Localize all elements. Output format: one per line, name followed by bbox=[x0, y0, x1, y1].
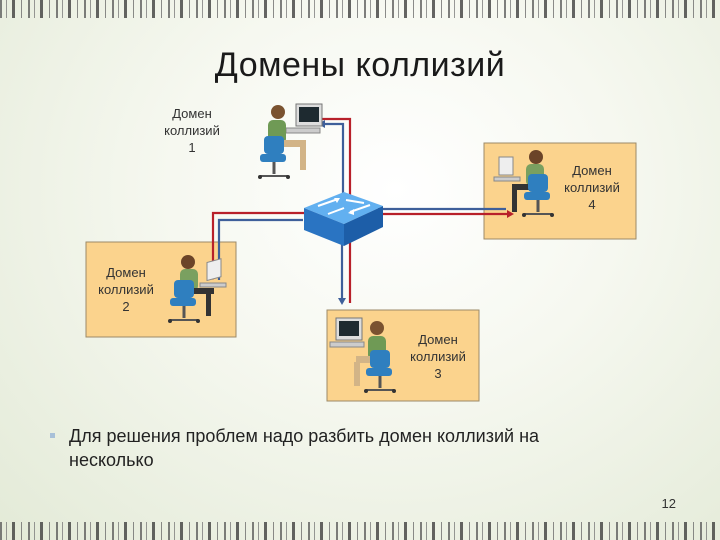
workstation-icon bbox=[257, 103, 323, 180]
bottom-decoration bbox=[0, 522, 720, 540]
domain-label-4: Домен коллизий 4 bbox=[564, 163, 620, 212]
domain-box-4 bbox=[483, 142, 637, 240]
page-number: 12 bbox=[661, 496, 676, 511]
slide-title: Домены коллизий bbox=[214, 46, 506, 84]
bullet-item: Для решения проблем надо разбить домен к… bbox=[50, 424, 650, 472]
domain-label-1: Домен коллизий 1 bbox=[164, 106, 220, 155]
network-switch-icon bbox=[304, 192, 383, 246]
bullet-text: Для решения проблем надо разбить домен к… bbox=[69, 426, 540, 470]
workstation-icon bbox=[493, 150, 555, 218]
bullet-marker bbox=[50, 433, 55, 438]
workstation-icon bbox=[167, 255, 227, 324]
domain-label-3: Домен коллизий 3 bbox=[410, 332, 466, 381]
top-decoration bbox=[0, 0, 720, 18]
workstation-icon bbox=[329, 317, 397, 394]
red-cables bbox=[211, 117, 511, 303]
domain-label-2: Домен коллизий 2 bbox=[98, 265, 154, 314]
